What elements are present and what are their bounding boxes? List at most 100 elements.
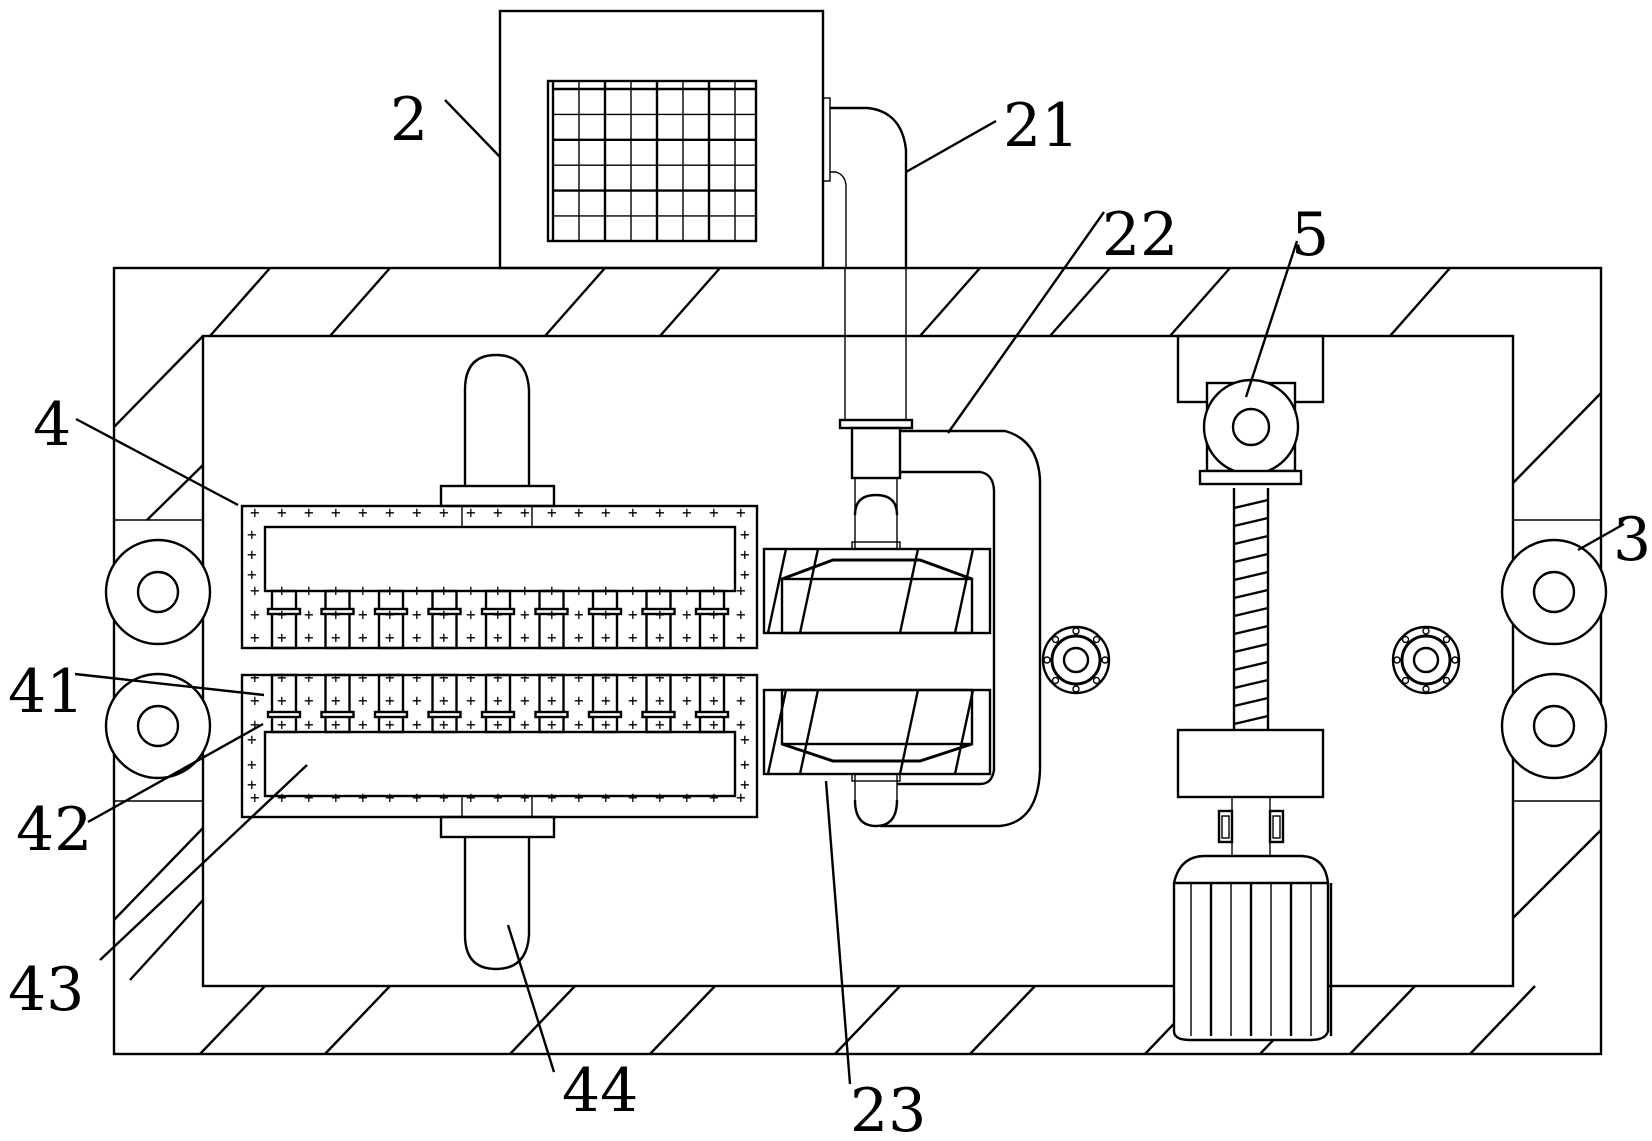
texture-mark: + [250, 503, 260, 522]
texture-mark: + [250, 691, 260, 710]
screw-thread [1233, 534, 1269, 546]
screw-thread [1233, 642, 1269, 654]
texture-mark: + [277, 605, 287, 624]
texture-mark: + [358, 691, 368, 710]
nozzle [538, 589, 565, 650]
bearing-bolt [1422, 627, 1430, 635]
texture-mark: + [520, 605, 530, 624]
hatch-line [509, 985, 576, 1055]
label-41: 41 [8, 657, 84, 727]
grille-frame [546, 79, 758, 243]
texture-mark: + [682, 715, 692, 734]
texture-mark: + [740, 525, 750, 544]
texture-mark: + [331, 628, 341, 647]
screw-thread [1233, 696, 1269, 708]
texture-mark: + [466, 715, 476, 734]
nozzle [431, 673, 458, 734]
upper-feed-pipe [439, 353, 556, 508]
nozzle [431, 589, 458, 650]
hatch-line [1049, 267, 1111, 337]
texture-mark: + [250, 605, 260, 624]
nozzle-flange [266, 607, 302, 616]
texture-mark: + [358, 715, 368, 734]
texture-mark: + [547, 691, 557, 710]
texture-mark: + [493, 605, 503, 624]
texture-mark: + [466, 691, 476, 710]
hatch-line [649, 985, 716, 1055]
texture-mark: + [682, 691, 692, 710]
texture-mark: + [304, 715, 314, 734]
texture-mark: + [250, 581, 260, 600]
texture-mark: + [601, 605, 611, 624]
hopper-block-lower [762, 688, 992, 776]
screw-thread [1233, 498, 1269, 510]
texture-mark: + [493, 503, 503, 522]
hatch-line [1512, 829, 1602, 919]
texture-mark: + [358, 628, 368, 647]
texture-mark: + [736, 715, 746, 734]
texture-mark: + [628, 503, 638, 522]
hatch-line [1469, 985, 1536, 1055]
roller-right-top [1500, 538, 1608, 646]
texture-mark: + [277, 691, 287, 710]
texture-mark: + [412, 668, 422, 687]
texture-mark: + [574, 668, 584, 687]
texture-mark: + [682, 581, 692, 600]
nozzle [270, 589, 298, 650]
bearing-bolt [1051, 635, 1060, 644]
texture-mark: + [574, 581, 584, 600]
texture-mark: + [412, 605, 422, 624]
texture-mark: + [709, 581, 719, 600]
texture-mark: + [331, 788, 341, 807]
hatch-line [129, 899, 204, 981]
bearing-bolt [1451, 656, 1459, 664]
hatch-line [898, 548, 920, 634]
bearing-bolt [1043, 656, 1051, 664]
texture-mark: + [655, 691, 665, 710]
screw-thread [1233, 588, 1269, 600]
bearing-outer [1041, 625, 1111, 695]
texture-mark: + [574, 715, 584, 734]
texture-mark: + [520, 715, 530, 734]
texture-mark: + [304, 788, 314, 807]
nozzle [591, 673, 619, 734]
screw-thread [1233, 516, 1269, 528]
texture-mark: + [520, 691, 530, 710]
texture-mark: + [628, 581, 638, 600]
hatch-line [953, 689, 975, 775]
roller-right-bottom [1500, 672, 1608, 780]
bearing-bolt [1092, 676, 1101, 685]
texture-mark: + [736, 788, 746, 807]
texture-mark: + [736, 668, 746, 687]
nozzle-flange [480, 710, 516, 719]
hatch-line [113, 827, 204, 921]
bearing-inner [1062, 646, 1090, 674]
texture-mark: + [466, 788, 476, 807]
bearing-bolt [1101, 656, 1109, 664]
texture-mark: + [709, 715, 719, 734]
nozzle [645, 589, 672, 650]
lead-screw [1232, 488, 1270, 730]
slider-block [1176, 728, 1325, 856]
screw-thread [1233, 714, 1269, 726]
texture-mark: + [709, 788, 719, 807]
texture-mark: + [547, 581, 557, 600]
texture-mark: + [439, 628, 449, 647]
texture-mark: + [574, 691, 584, 710]
texture-mark: + [655, 605, 665, 624]
nozzle-flange [694, 710, 730, 719]
texture-mark: + [736, 691, 746, 710]
texture-mark: + [247, 565, 257, 584]
texture-mark: + [740, 545, 750, 564]
nozzle [484, 673, 512, 734]
bearing-bolt [1051, 676, 1060, 685]
hatch-line [798, 548, 820, 634]
texture-mark: + [247, 730, 257, 749]
hatch-line [113, 335, 204, 428]
texture-mark: + [304, 628, 314, 647]
hatch-line [1349, 985, 1416, 1055]
texture-mark: + [574, 503, 584, 522]
label-5: 5 [1291, 200, 1329, 270]
texture-mark: + [247, 545, 257, 564]
